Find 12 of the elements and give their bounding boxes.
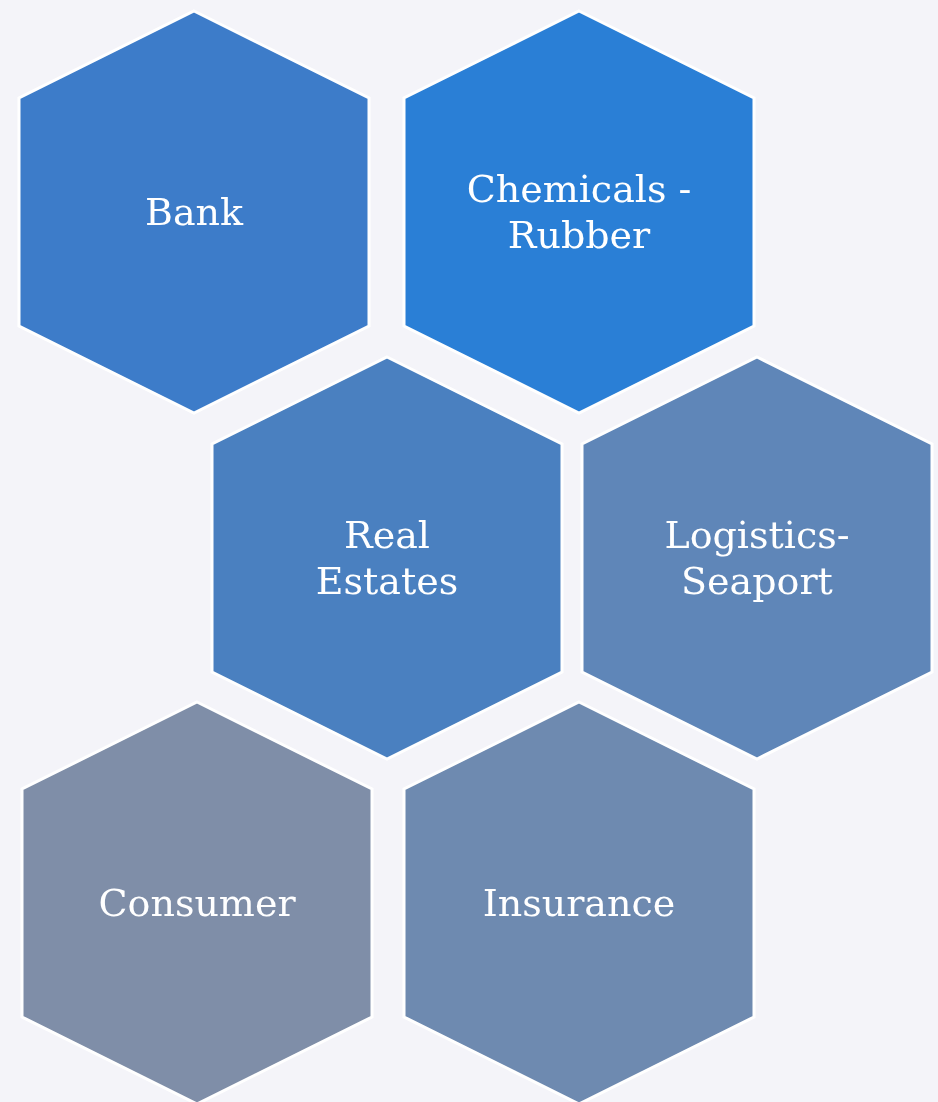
tile-label: Real Estates <box>314 512 460 604</box>
hexagon-tile <box>17 9 371 415</box>
tile-label: Bank <box>143 189 245 235</box>
tile-label: Chemicals - Rubber <box>465 166 693 258</box>
hexagon-tile <box>210 355 564 761</box>
hexagon-tile <box>580 355 934 761</box>
tile-label: Insurance <box>481 880 677 926</box>
hexagon-tile <box>20 700 374 1102</box>
tile-label: Consumer <box>97 880 297 926</box>
hexagon-tile <box>402 9 756 415</box>
tile-label: Logistics- Seaport <box>663 512 851 604</box>
hexagon-tile <box>402 700 756 1102</box>
